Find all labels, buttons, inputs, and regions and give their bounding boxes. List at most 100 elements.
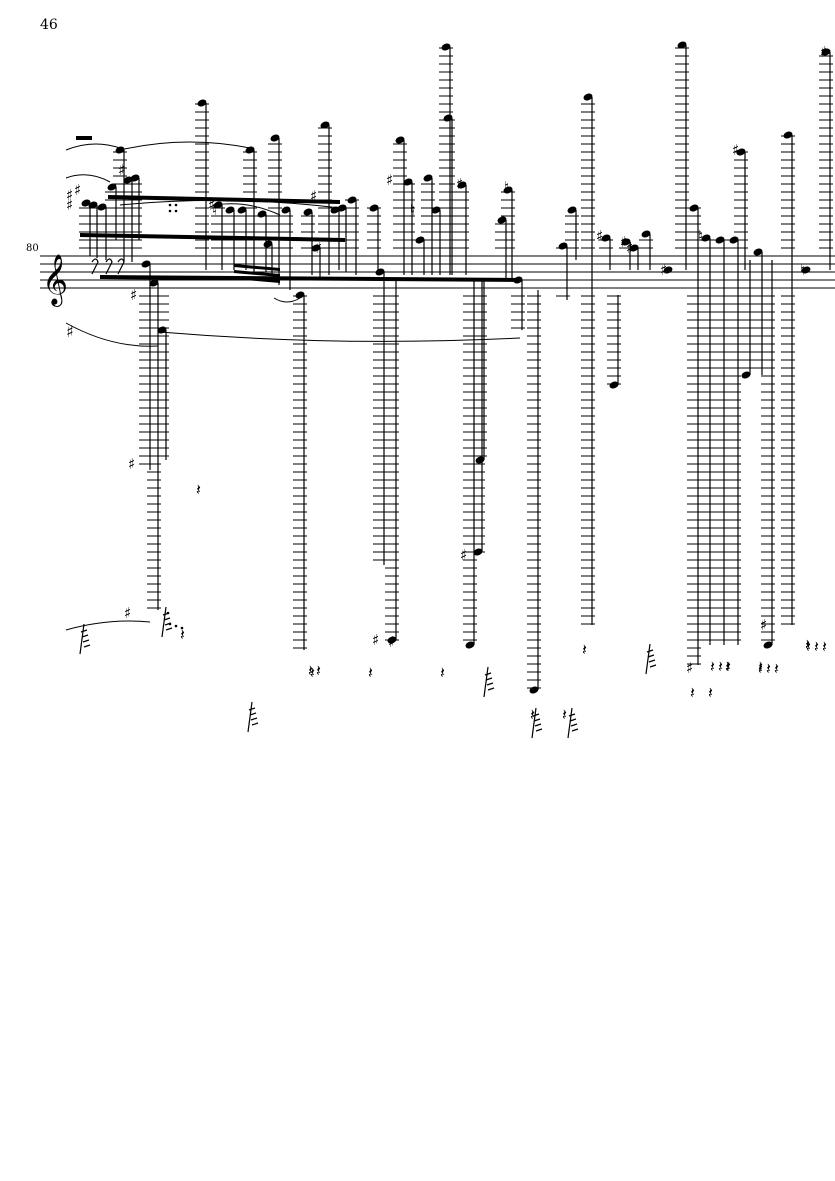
quarter-rest-icon: 𝄽 <box>196 480 201 499</box>
natural-icon: ♮ <box>800 261 805 279</box>
dot <box>168 209 172 213</box>
notehead <box>783 131 793 139</box>
sharp-icon: ♯ <box>660 261 667 279</box>
sharp-icon: ♯ <box>130 286 137 304</box>
notehead <box>715 236 725 244</box>
tremolo-mark <box>570 723 578 727</box>
quarter-rest-icon: 𝄽 <box>368 663 373 682</box>
notehead <box>395 136 405 144</box>
tremolo-mark <box>82 639 90 643</box>
slur <box>273 297 301 303</box>
natural-icon: ♮ <box>504 178 509 196</box>
treble-clef-glyph: 𝄞 <box>42 254 68 307</box>
notehead <box>583 93 593 101</box>
notehead <box>88 201 98 209</box>
notehead <box>443 114 453 122</box>
slur <box>214 203 281 216</box>
quarter-rest-icon: 𝄽 <box>814 637 819 656</box>
tremolo-mark <box>534 723 542 727</box>
notehead <box>141 260 151 268</box>
tremolo-stem <box>247 701 253 733</box>
notehead <box>330 206 340 214</box>
quarter-rest-icon: 𝄽 <box>180 625 185 644</box>
notehead <box>753 248 763 256</box>
notehead <box>741 371 751 379</box>
dot <box>168 203 172 207</box>
beam <box>80 233 345 242</box>
notehead <box>729 236 739 244</box>
tremolo-mark <box>248 707 256 711</box>
sharp-icon: ♯ <box>74 181 81 199</box>
tremolo-mark <box>249 712 257 716</box>
sharp-icon: ♯ <box>456 175 463 193</box>
tremolo-mark <box>647 654 655 658</box>
rests: 𝄽𝄽𝄽𝄽𝄽𝄽𝄽𝄽𝄽𝄽𝄽𝄽𝄽𝄽𝄽𝄽𝄽𝄽𝄽𝄽𝄽𝄽𝄽𝄽 <box>91 258 827 724</box>
notehead <box>270 134 280 142</box>
slur <box>65 322 159 347</box>
dot <box>180 626 184 630</box>
tremolo-mark <box>569 718 577 722</box>
quarter-rest-icon: 𝄽 <box>806 637 811 656</box>
quarter-rest-icon: 𝄽 <box>805 635 810 654</box>
slur <box>119 199 341 209</box>
tremolo-stem <box>161 606 167 638</box>
notehead <box>801 266 811 274</box>
sharp-icon: ♯ <box>66 322 74 341</box>
notehead <box>347 196 357 204</box>
quarter-rest-icon: 𝄽 <box>310 663 315 682</box>
notehead <box>115 146 125 154</box>
quarter-rest-icon: 𝄽 <box>308 661 313 680</box>
notehead <box>197 99 207 107</box>
tremolo-mark <box>532 713 540 717</box>
dot <box>174 209 178 213</box>
sharp-icon: ♯ <box>626 239 633 257</box>
tremolo-mark <box>485 677 493 681</box>
notehead <box>149 279 159 287</box>
dot <box>166 611 170 615</box>
notehead <box>245 146 255 154</box>
notehead <box>237 206 247 214</box>
sharp-icon: ♯ <box>315 239 322 257</box>
notehead <box>311 244 321 252</box>
slur <box>65 174 111 183</box>
notehead <box>601 234 611 242</box>
notehead <box>375 268 385 276</box>
sharp-icon: ♯ <box>66 186 73 204</box>
quarter-rest-icon: 𝄽 <box>758 659 763 678</box>
notehead <box>629 244 639 252</box>
beam <box>234 264 280 271</box>
quarter-rest-icon: 𝄽 <box>718 657 723 676</box>
notehead <box>423 174 433 182</box>
noteheads <box>81 41 831 694</box>
tremolo-mark <box>486 682 494 686</box>
notehead <box>736 148 746 156</box>
tremolo-stem <box>531 707 537 739</box>
notehead <box>257 210 267 218</box>
beam <box>234 276 280 283</box>
notehead <box>641 230 651 238</box>
notehead <box>441 43 451 51</box>
quarter-rest-icon: 𝄽 <box>822 637 827 656</box>
tremolo-mark <box>250 717 258 721</box>
sharp-icon: ♯ <box>66 196 73 214</box>
quarter-rest-icon: 𝄽 <box>582 640 587 659</box>
notehead <box>457 181 467 189</box>
notehead <box>821 48 831 56</box>
tremolo-mark <box>487 687 495 691</box>
eighth-rest-icon <box>105 258 113 275</box>
notehead <box>677 41 687 49</box>
quarter-rest-icon: 𝄽 <box>316 661 321 680</box>
notehead <box>529 686 539 694</box>
notehead <box>663 266 673 274</box>
slur <box>159 331 521 342</box>
notehead <box>123 176 133 184</box>
quarter-rest-icon: 𝄽 <box>562 705 567 724</box>
notehead <box>609 381 619 389</box>
slur <box>65 143 121 151</box>
treble-clef-icon: 𝄞 <box>42 254 68 307</box>
tremolo-mark <box>649 664 657 668</box>
notehead <box>303 208 313 216</box>
tremolo-mark <box>568 713 576 717</box>
quarter-rest-icon: 𝄽 <box>774 659 779 678</box>
tremolo-mark <box>165 627 173 631</box>
